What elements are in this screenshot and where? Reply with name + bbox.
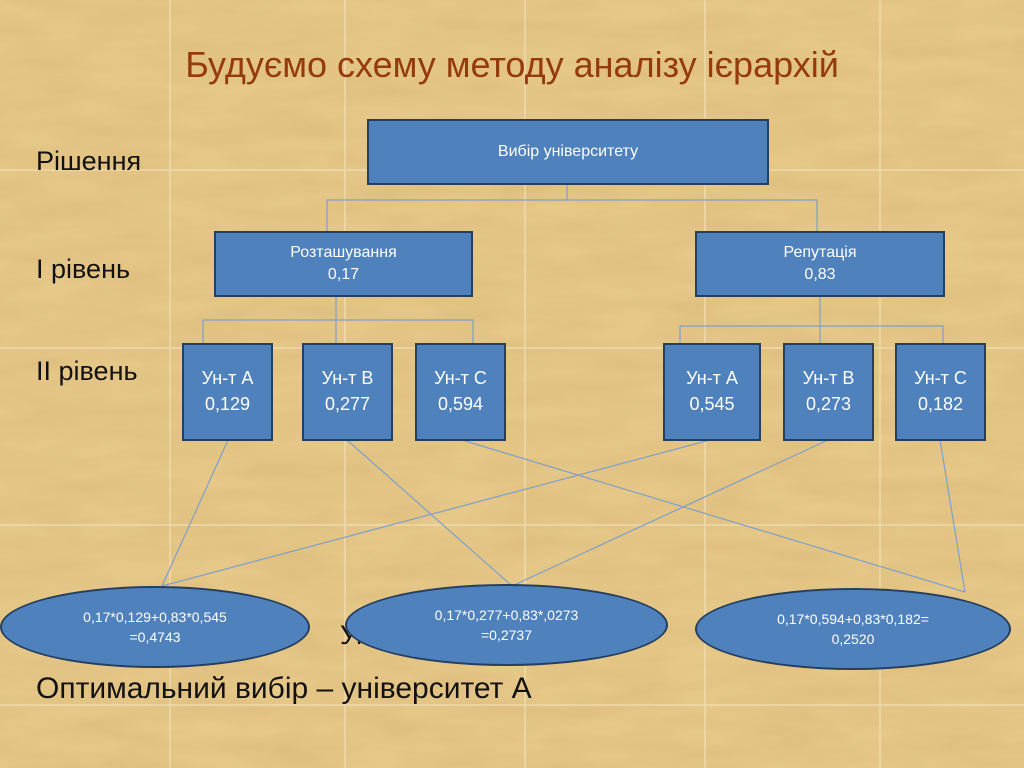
alternative-label: Ун-т В xyxy=(321,368,374,388)
criterion-label: Розташування xyxy=(290,244,397,261)
connector-b-left-result xyxy=(346,439,513,587)
connector-location-alternatives xyxy=(202,319,474,344)
alternative-value: 0,594 xyxy=(437,394,484,414)
goal-node: Вибір університету xyxy=(367,119,769,185)
connector-reputation-alternatives xyxy=(679,325,944,344)
slide-title: Будуємо схему методу аналізу ієрархій xyxy=(185,44,839,85)
result-total: =0,2737 xyxy=(481,627,532,643)
connector-c-left-result xyxy=(461,439,966,593)
alternative-value: 0,182 xyxy=(917,394,964,414)
criterion-weight: 0,17 xyxy=(327,266,360,283)
result-total: 0,2520 xyxy=(831,631,875,647)
criterion-reputation-node: Репутація 0,83 xyxy=(695,231,945,297)
criterion-weight: 0,83 xyxy=(804,266,836,283)
alternative-label: Ун-т С xyxy=(434,368,487,388)
goal-label: Вибір університету xyxy=(497,143,639,160)
criterion-label: Репутація xyxy=(783,244,857,261)
result-formula: 0,17*0,129+0,83*0,545 xyxy=(83,609,227,625)
alternative-label: Ун-т В xyxy=(802,368,855,388)
connector-b-right-result xyxy=(511,439,829,587)
result-formula: 0,17*0,594+0,83*0,182= xyxy=(777,611,929,627)
alternative-node-left-c: Ун-т С 0,594 xyxy=(415,343,506,441)
level-label-first: І рівень xyxy=(36,254,131,284)
level-label-second: ІІ рівень xyxy=(36,356,138,386)
conclusion-text: Оптимальний вибір – університет А xyxy=(36,672,532,705)
alternative-node-right-a: Ун-т А 0,545 xyxy=(663,343,761,441)
criterion-location-node: Розташування 0,17 xyxy=(214,231,473,297)
alternative-label: Ун-т А xyxy=(201,368,254,388)
alternative-label: Ун-т С xyxy=(914,368,967,388)
connector-a-left-result xyxy=(161,439,229,587)
alternative-node-left-a: Ун-т А 0,129 xyxy=(182,343,273,441)
alternative-value: 0,277 xyxy=(324,394,371,414)
level-label-decision: Рішення xyxy=(36,146,142,176)
alternative-value: 0,129 xyxy=(204,394,251,414)
result-oval-c: 0,17*0,594+0,83*0,182= 0,2520 xyxy=(695,588,1011,670)
result-formula: 0,17*0,277+0,83*,0273 xyxy=(434,607,579,623)
alternative-label: Ун-т А xyxy=(686,368,738,388)
result-total: =0,4743 xyxy=(129,629,181,645)
connector-goal-criteria xyxy=(326,199,818,232)
result-oval-a: 0,17*0,129+0,83*0,545 =0,4743 xyxy=(0,586,310,668)
connector-a-right-result xyxy=(161,439,711,587)
connector-c-right-result xyxy=(939,439,966,593)
alternative-node-left-b: Ун-т В 0,277 xyxy=(302,343,393,441)
alternative-value: 0,273 xyxy=(805,394,852,414)
result-oval-b: 0,17*0,277+0,83*,0273 =0,2737 xyxy=(345,584,668,666)
alternative-node-right-c: Ун-т С 0,182 xyxy=(895,343,986,441)
alternative-value: 0,545 xyxy=(689,394,735,414)
alternative-node-right-b: Ун-т В 0,273 xyxy=(783,343,874,441)
